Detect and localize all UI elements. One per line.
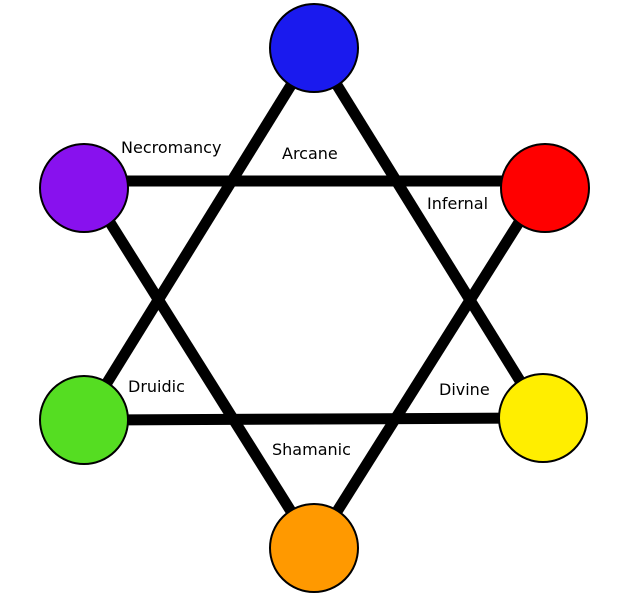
node-lower-right: [498, 373, 588, 463]
node-upper-left: [39, 143, 129, 233]
label-arcane: Arcane: [282, 144, 338, 163]
label-infernal: Infernal: [427, 194, 488, 213]
node-top: [269, 3, 359, 93]
label-shamanic: Shamanic: [272, 440, 351, 459]
edge-lower-left-to-top: [79, 45, 319, 423]
label-necromancy: Necromancy: [121, 138, 221, 157]
edge-lower-right-to-lower-left: [83, 412, 544, 426]
label-druidic: Druidic: [128, 377, 185, 396]
edge-top-to-lower-right: [309, 45, 548, 421]
label-divine: Divine: [439, 380, 490, 399]
edge-upper-right-to-bottom: [309, 178, 550, 551]
edge-bottom-to-upper-left: [79, 178, 319, 551]
node-upper-right: [500, 143, 590, 233]
node-bottom: [269, 503, 359, 593]
node-lower-left: [39, 375, 129, 465]
